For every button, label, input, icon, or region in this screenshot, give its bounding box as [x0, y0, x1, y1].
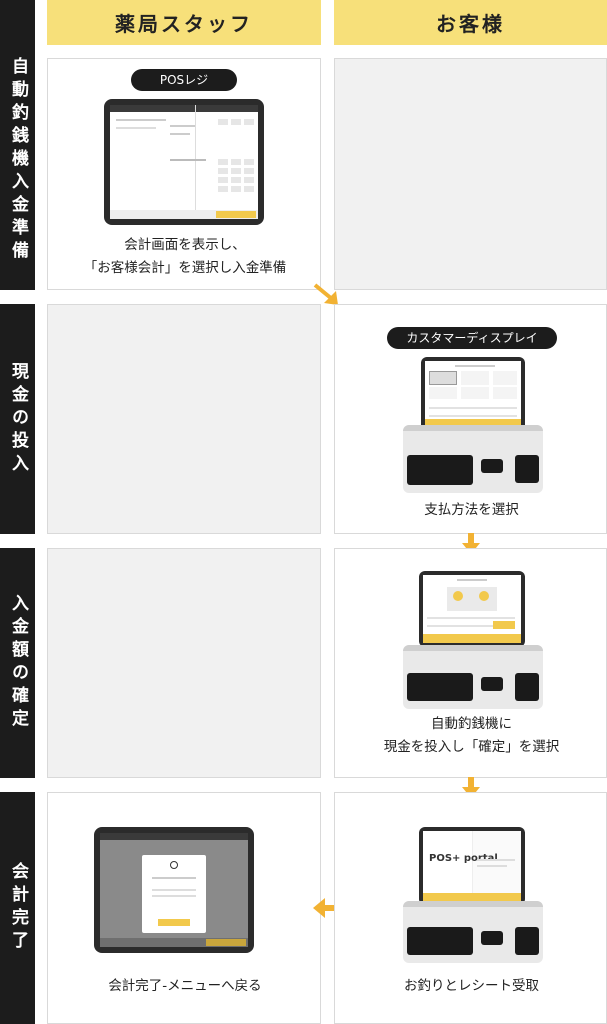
step3-caption: 自動釣銭機に 現金を投入し「確定」を選択	[383, 716, 560, 755]
step-label-text: 自動釣銭機入金準備	[8, 56, 28, 264]
pos-portal-logo: POS+ portal	[429, 853, 498, 864]
pos-tablet-complete-image	[94, 827, 254, 953]
change-machine-image	[403, 645, 543, 709]
header-customer: お客様	[334, 0, 607, 45]
step4-staff-caption: 会計完了-メニューへ戻る	[108, 978, 262, 994]
card-step2-staff	[47, 304, 321, 534]
step2-caption: 支払方法を選択	[424, 502, 519, 518]
customer-display-image: POS+ portal	[419, 827, 525, 905]
step-label-1: 自動釣銭機入金準備	[0, 0, 35, 290]
card-step4-staff: 会計完了-メニューへ戻る	[47, 792, 321, 1024]
change-machine-image	[403, 901, 543, 963]
customer-display-image	[421, 357, 525, 433]
step-label-text: 会計完了	[8, 862, 28, 954]
arrow-left-icon	[313, 898, 340, 918]
card-step1-staff: POSレジ	[47, 58, 321, 290]
card-step3-customer: 自動釣銭機に 現金を投入し「確定」を選択	[334, 548, 607, 778]
pos-tablet-image	[104, 99, 264, 225]
step1-caption: 会計画面を表示し、 「お客様会計」を選択し入金準備	[83, 237, 287, 276]
step4-customer-caption: お釣りとレシート受取	[404, 978, 539, 994]
card-step4-customer: POS+ portal お釣りとレシート受取	[334, 792, 607, 1024]
step-label-text: 入金額の確定	[8, 594, 28, 732]
customer-display-label: カスタマーディスプレイ	[387, 327, 557, 349]
card-step3-staff	[47, 548, 321, 778]
arrow-down-right-icon	[313, 283, 338, 305]
step-label-4: 会計完了	[0, 792, 35, 1024]
step-label-text: 現金の投入	[8, 361, 28, 477]
card-step2-customer: カスタマーディスプレイ 支払方法を選択	[334, 304, 607, 534]
step-label-3: 入金額の確定	[0, 548, 35, 778]
customer-display-image	[419, 571, 525, 647]
header-staff: 薬局スタッフ	[47, 0, 321, 45]
pos-label: POSレジ	[131, 69, 237, 91]
step-label-2: 現金の投入	[0, 304, 35, 534]
change-machine-image	[403, 425, 543, 493]
card-step1-customer	[334, 58, 607, 290]
